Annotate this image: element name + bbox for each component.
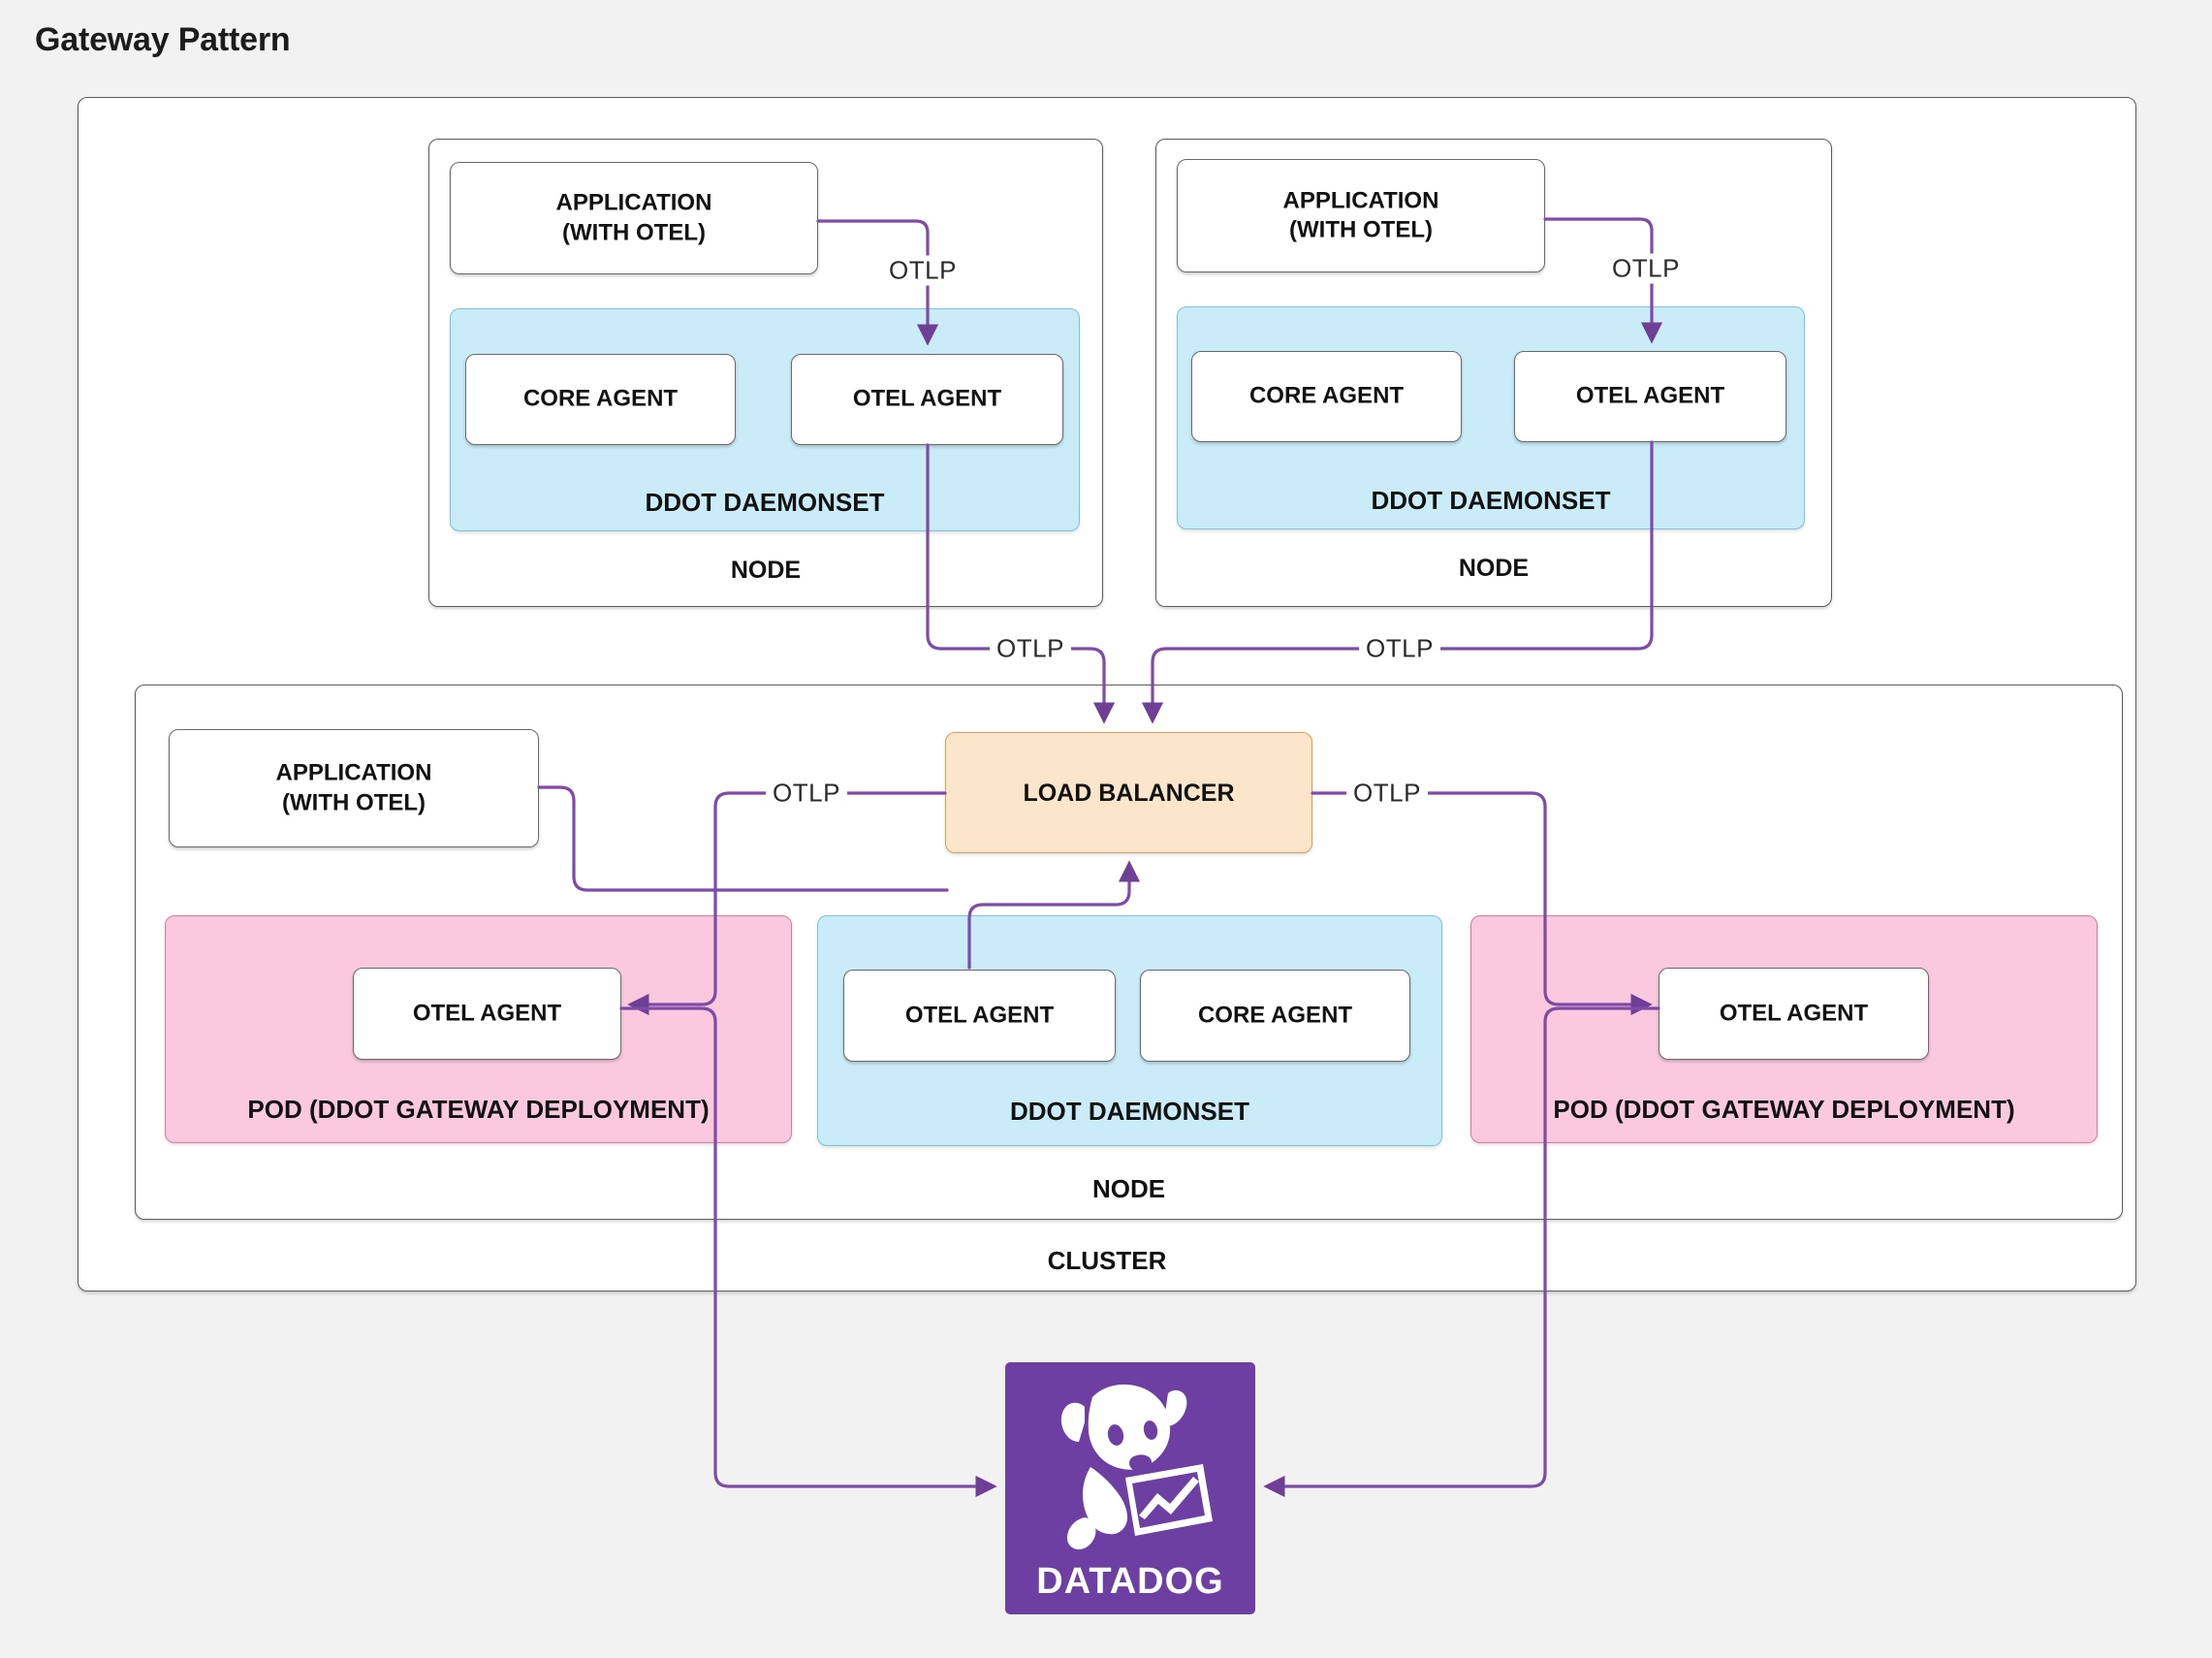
node-1-core-agent[interactable]: CORE AGENT: [465, 354, 736, 445]
node-2-otel-agent[interactable]: OTEL AGENT: [1514, 351, 1786, 442]
node-1-application-label: APPLICATION (WITH OTEL): [555, 189, 712, 245]
node-3-application-label: APPLICATION (WITH OTEL): [275, 759, 432, 815]
node-2-application[interactable]: APPLICATION (WITH OTEL): [1177, 159, 1545, 272]
node-2-label: NODE: [1458, 555, 1530, 582]
node-2-core-agent[interactable]: CORE AGENT: [1191, 351, 1462, 442]
pod-2-otel-agent[interactable]: OTEL AGENT: [1659, 968, 1929, 1060]
node-3-core-agent-label: CORE AGENT: [1197, 1002, 1353, 1029]
edge-label-otlp-lb-pod1: OTLP: [766, 778, 847, 809]
node-3-application[interactable]: APPLICATION (WITH OTEL): [169, 729, 539, 847]
edge-label-otlp-lb-pod2: OTLP: [1346, 778, 1428, 809]
node-2-application-label: APPLICATION (WITH OTEL): [1282, 186, 1439, 243]
node-2-otel-agent-label: OTEL AGENT: [1575, 382, 1725, 409]
edge-label-otlp-node1-app: OTLP: [882, 255, 964, 286]
pod-1-label: POD (DDOT GATEWAY DEPLOYMENT): [247, 1095, 710, 1124]
node-2-daemonset-label: DDOT DAEMONSET: [1371, 486, 1611, 515]
datadog-destination[interactable]: DATADOG: [1005, 1362, 1255, 1614]
datadog-wordmark: DATADOG: [1036, 1561, 1224, 1602]
datadog-dog-icon: [1060, 1384, 1213, 1549]
edge-label-otlp-node1-lb: OTLP: [990, 633, 1071, 664]
cluster-label: CLUSTER: [1047, 1246, 1167, 1275]
node-2-core-agent-label: CORE AGENT: [1248, 382, 1405, 409]
node-3-label: NODE: [1091, 1174, 1166, 1203]
load-balancer-label: LOAD BALANCER: [1023, 779, 1235, 807]
node-3-otel-agent-label: OTEL AGENT: [904, 1002, 1055, 1029]
node-3-otel-agent[interactable]: OTEL AGENT: [843, 970, 1116, 1062]
node-3-daemonset-label: DDOT DAEMONSET: [1010, 1097, 1249, 1126]
node-1-otel-agent[interactable]: OTEL AGENT: [791, 354, 1063, 445]
edge-label-otlp-node2-app: OTLP: [1605, 253, 1687, 284]
load-balancer[interactable]: LOAD BALANCER: [945, 732, 1312, 853]
node-3-core-agent[interactable]: CORE AGENT: [1140, 970, 1410, 1062]
pod-1-otel-agent[interactable]: OTEL AGENT: [353, 968, 621, 1060]
pod-2-label: POD (DDOT GATEWAY DEPLOYMENT): [1553, 1095, 2015, 1124]
edge-label-otlp-node2-lb: OTLP: [1359, 633, 1440, 664]
pod-1-otel-agent-label: OTEL AGENT: [412, 1000, 562, 1027]
node-1-otel-agent-label: OTEL AGENT: [852, 385, 1002, 412]
node-1-application[interactable]: APPLICATION (WITH OTEL): [450, 162, 818, 274]
node-1-daemonset-label: DDOT DAEMONSET: [645, 488, 885, 517]
node-1-core-agent-label: CORE AGENT: [522, 385, 679, 412]
pod-2-otel-agent-label: OTEL AGENT: [1719, 1000, 1869, 1027]
node-1-label: NODE: [730, 557, 802, 584]
page-title: Gateway Pattern: [35, 21, 291, 58]
